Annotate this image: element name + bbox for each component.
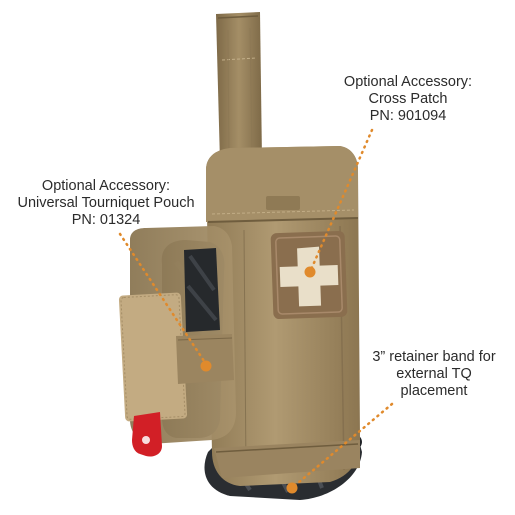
callout-retainer-band-line3: placement — [400, 383, 468, 399]
callout-tourniquet-pouch-line3: PN: 01324 — [71, 212, 141, 228]
leader-line-cross-patch — [308, 128, 374, 274]
leader-line-retainer-band — [290, 402, 394, 490]
callout-retainer-band-line1: 3” retainer band for — [372, 349, 496, 365]
leader-dot-tourniquet-pouch — [200, 360, 212, 372]
callout-tourniquet-pouch-line1: Optional Accessory: — [41, 178, 171, 194]
leader-dot-cross-patch — [304, 266, 316, 278]
callout-cross-patch: Optional Accessory: Cross Patch PN: 9010… — [318, 74, 498, 125]
callout-tourniquet-pouch-line2: Universal Tourniquet Pouch — [17, 195, 195, 211]
tourniquet-pouch — [118, 226, 236, 457]
callout-retainer-band: 3” retainer band for external TQ placeme… — [356, 349, 512, 400]
callout-cross-patch-line1: Optional Accessory: — [343, 74, 473, 90]
callout-cross-patch-line3: PN: 901094 — [369, 108, 447, 124]
leader-line-tourniquet-pouch — [118, 232, 208, 366]
callout-cross-patch-line2: Cross Patch — [368, 91, 448, 107]
leader-dots — [200, 266, 316, 494]
callout-tourniquet-pouch: Optional Accessory: Universal Tourniquet… — [6, 178, 206, 229]
callout-retainer-band-line2: external TQ — [396, 366, 472, 382]
leader-dot-retainer-band — [286, 482, 298, 494]
pull-strap — [216, 12, 262, 162]
leader-lines — [118, 128, 394, 490]
